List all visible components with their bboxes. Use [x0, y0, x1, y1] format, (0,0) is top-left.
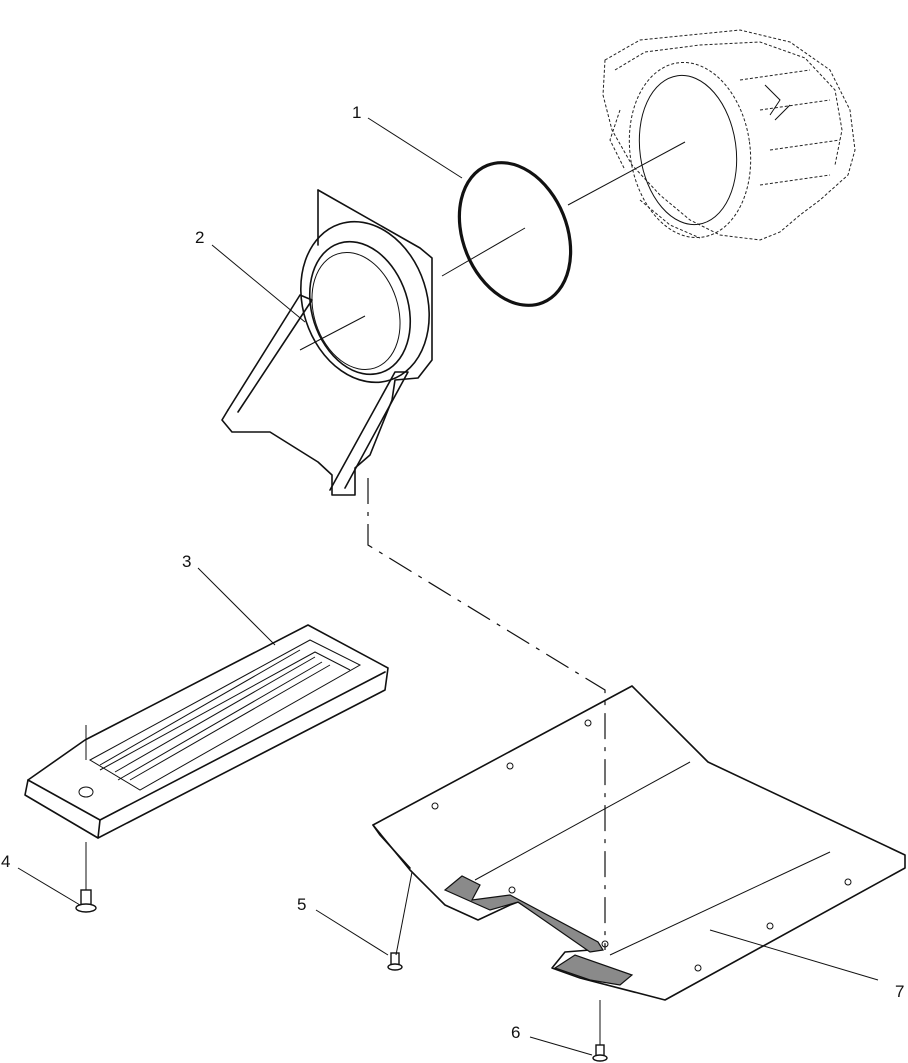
callout-2: 2	[195, 228, 204, 247]
callout-1: 1	[352, 103, 361, 122]
callout-4: 4	[1, 852, 10, 871]
screw-4	[75, 842, 97, 913]
grate-hatch-right	[553, 954, 634, 986]
assembly-dash-line	[367, 478, 606, 950]
axis-line-adapter	[299, 315, 366, 351]
leader-4	[17, 867, 81, 906]
ride-plate	[24, 624, 389, 839]
screw-6	[592, 1000, 608, 1062]
leader-1	[367, 117, 463, 179]
leader-3	[197, 567, 276, 646]
intake-grate	[372, 685, 906, 1001]
leader-2	[211, 244, 306, 323]
callout-5: 5	[297, 895, 306, 914]
leader-5	[315, 909, 389, 956]
callout-3: 3	[182, 552, 191, 571]
leader-7	[709, 929, 879, 981]
pump-housing	[602, 29, 856, 241]
axis-line-ring-adapter	[441, 227, 526, 277]
screw-5	[387, 871, 413, 971]
leader-6	[529, 1036, 593, 1056]
callout-6: 6	[511, 1023, 520, 1042]
axis-line-ring-housing	[567, 141, 686, 206]
callout-7: 7	[895, 982, 904, 1001]
intake-adapter	[221, 189, 433, 496]
grate-hatch-left	[443, 875, 604, 953]
o-ring	[457, 161, 573, 307]
